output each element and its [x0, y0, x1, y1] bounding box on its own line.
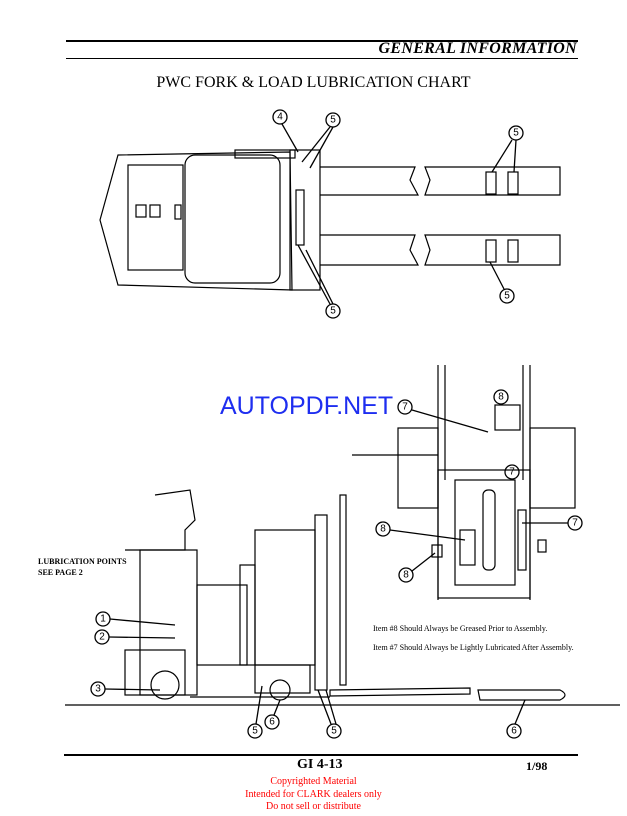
header-underline — [66, 58, 578, 59]
callout-4: 4 — [272, 109, 288, 125]
callout-5: 5 — [499, 288, 515, 304]
callout-6: 6 — [264, 714, 280, 730]
callout-number: 7 — [402, 402, 408, 413]
detail-view-drawing — [352, 365, 576, 600]
callout-number: 7 — [509, 467, 515, 478]
header-rule — [66, 40, 578, 42]
callout-number: 5 — [252, 726, 258, 737]
callout-5: 5 — [326, 723, 342, 739]
side-view-drawing — [65, 489, 620, 706]
callout-7: 7 — [504, 464, 520, 480]
copyright-line: Copyrighted Material — [270, 776, 357, 787]
watermark: AUTOPDF.NET — [220, 392, 394, 420]
callout-3: 3 — [90, 681, 106, 697]
callout-8: 8 — [375, 521, 391, 537]
copyright-line: Intended for CLARK dealers only — [245, 788, 382, 800]
callout-number: 5 — [504, 291, 510, 302]
page-code: GI 4-13 — [297, 757, 343, 772]
callout-5: 5 — [247, 723, 263, 739]
callout-number: 8 — [380, 524, 386, 535]
callout-5: 5 — [325, 112, 341, 128]
callout-8: 8 — [398, 567, 414, 583]
footer-rule — [64, 754, 578, 756]
callout-number: 3 — [95, 684, 101, 695]
callout-number: 5 — [513, 128, 519, 139]
note-item-8: Item #8 Should Always be Greased Prior t… — [373, 624, 548, 633]
copyright-line: Do not sell or distribute — [266, 801, 361, 812]
page-date: 1/98 — [526, 759, 548, 773]
callout-number: 7 — [572, 518, 578, 529]
callout-number: 5 — [330, 306, 336, 317]
callout-number: 6 — [511, 726, 517, 737]
callout-6: 6 — [506, 723, 522, 739]
section-header: GENERAL INFORMATION — [378, 40, 577, 57]
lubrication-label-line: LUBRICATION POINTS — [38, 557, 127, 566]
callout-number: 8 — [403, 570, 409, 581]
callout-number: 5 — [330, 115, 336, 126]
page-title: PWC FORK & LOAD LUBRICATION CHART — [156, 74, 471, 91]
callout-number: 2 — [99, 632, 105, 643]
callout-number: 5 — [331, 726, 337, 737]
callout-2: 2 — [94, 629, 110, 645]
callout-number: 4 — [277, 112, 283, 123]
callout-5: 5 — [508, 125, 524, 141]
callout-number: 1 — [100, 614, 106, 625]
lubrication-label-line: SEE PAGE 2 — [38, 568, 83, 577]
callout-8: 8 — [493, 389, 509, 405]
callout-7: 7 — [567, 515, 583, 531]
callout-number: 6 — [269, 717, 275, 728]
note-item-7: Item #7 Should Always be Lightly Lubrica… — [373, 643, 574, 652]
callout-number: 8 — [498, 392, 504, 403]
lubrication-points-label: LUBRICATION POINTS SEE PAGE 2 — [38, 556, 127, 578]
callout-5: 5 — [325, 303, 341, 319]
callout-7: 7 — [397, 399, 413, 415]
callout-1: 1 — [95, 611, 111, 627]
top-view-drawing — [99, 149, 561, 291]
copyright-notice: Copyrighted Material Intended for CLARK … — [0, 776, 627, 814]
